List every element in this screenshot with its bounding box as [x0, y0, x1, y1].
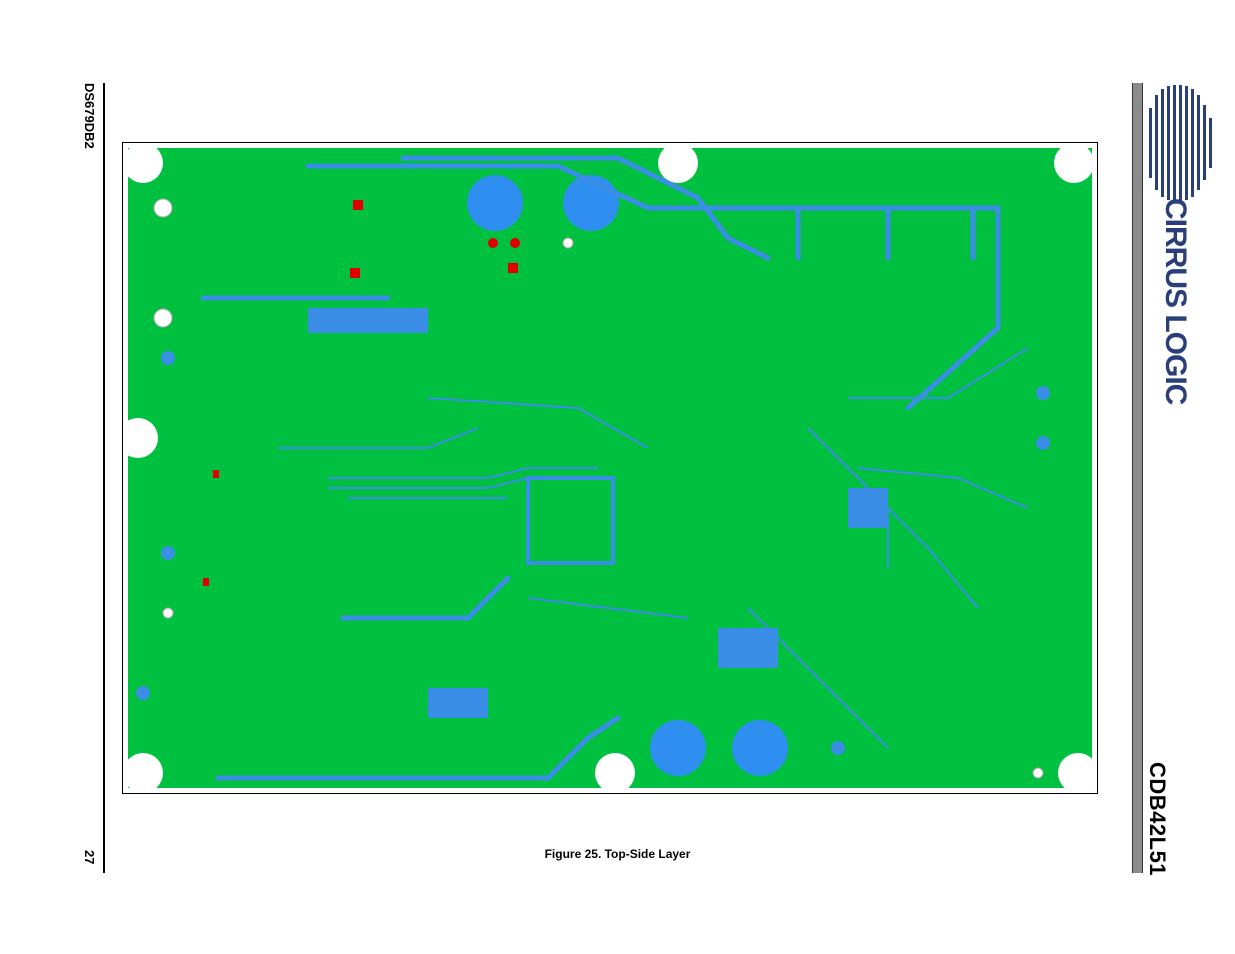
- document-id: DS679DB2: [82, 83, 97, 149]
- figure-frame: [122, 142, 1098, 794]
- logo-wordmark: CIRRUS LOGIC: [1158, 198, 1192, 404]
- figure-caption: Figure 25. Top-Side Layer: [0, 847, 1235, 861]
- pcb-top-layer-image: [128, 148, 1092, 788]
- left-margin-rule: [103, 83, 105, 873]
- right-margin-bar: [1132, 83, 1143, 873]
